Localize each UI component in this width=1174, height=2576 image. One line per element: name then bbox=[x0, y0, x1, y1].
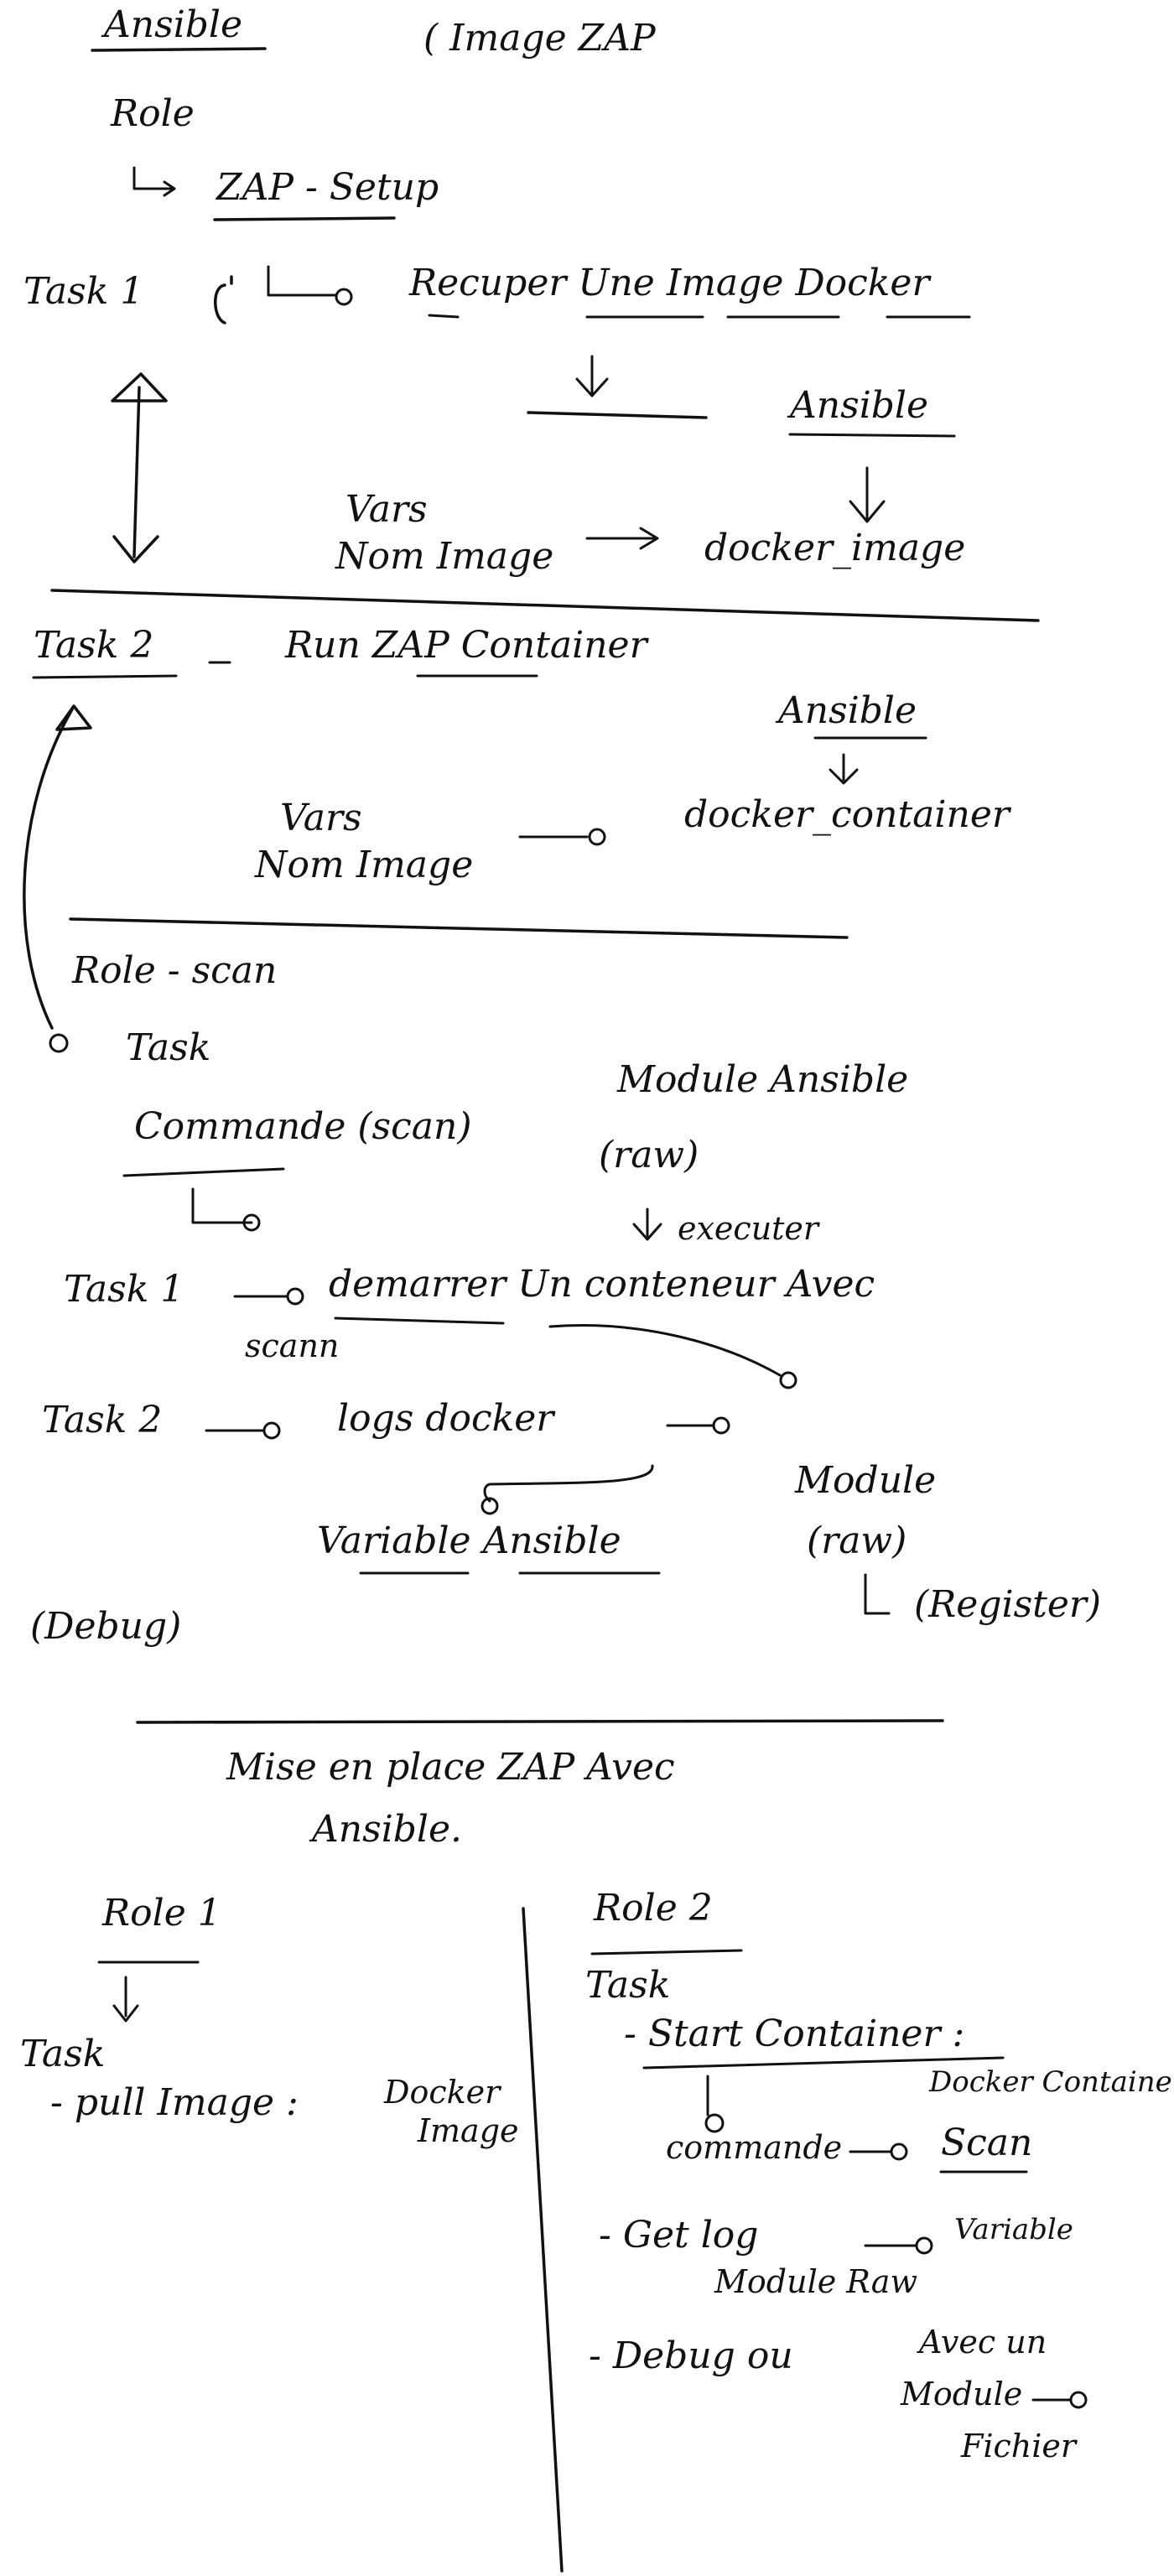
run-zap-label: Run ZAP Container bbox=[284, 624, 650, 667]
ansible-title-underline bbox=[91, 47, 267, 52]
task2-b-label: Task 2 bbox=[42, 1399, 162, 1441]
module-c-label: Module bbox=[900, 2376, 1022, 2412]
role1-label: Role 1 bbox=[101, 1892, 221, 1935]
module-c-arrow-tip bbox=[1069, 2391, 1088, 2409]
commande-label: commande bbox=[666, 2129, 842, 2166]
role-branch-arrow bbox=[132, 166, 174, 190]
task2-curve-arrow bbox=[23, 708, 74, 1030]
ansible-c-label: Ansible. bbox=[309, 1808, 462, 1851]
task-c-label: Task bbox=[585, 1964, 670, 2007]
role-label: Role bbox=[110, 92, 195, 135]
module-b-label: Module bbox=[794, 1459, 936, 1502]
task1-b-arrow-tip bbox=[286, 1287, 304, 1306]
raw-a-arrowhead bbox=[632, 1223, 662, 1241]
executer-label: executer bbox=[678, 1210, 821, 1247]
docker-container-label: docker_container bbox=[684, 793, 1012, 836]
column-divider bbox=[522, 1907, 564, 2573]
task2-curve-tip bbox=[49, 1033, 69, 1053]
role-branch-arrowhead bbox=[163, 180, 176, 197]
down-arrow-1-head bbox=[575, 377, 609, 397]
docker-image-label: docker_image bbox=[704, 527, 965, 569]
commande-branch-tip bbox=[242, 1213, 261, 1232]
logs-to-variable-arrow bbox=[483, 1464, 654, 1503]
register-label: (Register) bbox=[914, 1583, 1101, 1626]
fichier-label: Fichier bbox=[960, 2428, 1078, 2464]
zap-setup-label: ZAP - Setup bbox=[215, 166, 439, 209]
demarrer-label: demarrer Un conteneur Avec bbox=[329, 1263, 875, 1306]
demarrer-underline bbox=[334, 1317, 505, 1325]
docker-a-label: Docker bbox=[383, 2074, 502, 2111]
variable-ansible-label: Variable Ansible bbox=[317, 1519, 621, 1562]
double-arrow-task1-task2 bbox=[132, 386, 141, 558]
start-container-underline bbox=[642, 2056, 1005, 2070]
scann-label: scann bbox=[245, 1327, 339, 1364]
role1-arrowhead bbox=[112, 2004, 139, 2023]
module-raw-label: Module Raw bbox=[714, 2263, 917, 2300]
mise-en-place-label: Mise en place ZAP Avec bbox=[226, 1746, 675, 1789]
logs-docker-label: logs docker bbox=[337, 1397, 556, 1440]
raw-a-label: (raw) bbox=[599, 1134, 699, 1176]
vars-a-label: Vars bbox=[345, 488, 428, 531]
get-log-arrow-tip bbox=[915, 2236, 933, 2255]
get-log-label: - Get log bbox=[599, 2214, 758, 2257]
pull-image-label: - pull Image : bbox=[50, 2081, 299, 2124]
double-arrow-down-head bbox=[112, 535, 159, 564]
ansible-a-label: Ansible bbox=[787, 384, 928, 427]
vars-b-label: Vars bbox=[280, 797, 362, 839]
debug-ou-label: - Debug ou bbox=[589, 2334, 793, 2377]
register-branch-arrow bbox=[864, 1573, 891, 1615]
bracket-mark bbox=[214, 275, 233, 325]
nom-image-b-label: Nom Image bbox=[254, 844, 473, 886]
image-short-label: Image bbox=[417, 2112, 519, 2149]
raw-b-label: (raw) bbox=[807, 1519, 906, 1562]
commande-branch-arrow bbox=[191, 1187, 253, 1224]
vars-arrow-b-tip bbox=[588, 828, 606, 846]
task2-up-arrowhead bbox=[55, 704, 92, 731]
task1-b-label: Task 1 bbox=[64, 1268, 184, 1311]
ansible-a-underline bbox=[788, 433, 956, 438]
demarrer-curve-arrow bbox=[548, 1324, 782, 1377]
ansible-a-arrowhead bbox=[849, 500, 886, 523]
nom-image-a-label: Nom Image bbox=[335, 535, 553, 578]
image-zap-label: ( Image ZAP bbox=[423, 17, 657, 60]
ansible-b-arrowhead bbox=[829, 768, 859, 785]
double-arrow-up-head bbox=[111, 372, 168, 402]
task1-branch-arrow bbox=[267, 265, 337, 297]
recuperer-underline-1 bbox=[428, 314, 460, 319]
separator-3 bbox=[136, 1719, 944, 1724]
separator-1 bbox=[50, 589, 1040, 622]
scan-label: Scan bbox=[941, 2122, 1032, 2164]
recuperer-label: Recuper Une Image Docker bbox=[408, 262, 932, 304]
logs-to-variable-tip bbox=[481, 1497, 499, 1515]
task-a-label: Task bbox=[126, 1026, 210, 1069]
separator-2 bbox=[69, 917, 849, 939]
avec-un-label: Avec un bbox=[917, 2324, 1047, 2360]
start-container-arrow-tip bbox=[704, 2113, 725, 2133]
ansible-title: Ansible bbox=[101, 3, 242, 46]
commande-underline bbox=[122, 1167, 285, 1177]
ansible-b-label: Ansible bbox=[775, 689, 917, 732]
role-scan-label: Role - scan bbox=[71, 949, 277, 992]
down-arrow-1-bar bbox=[527, 411, 708, 419]
start-container-label: - Start Container : bbox=[624, 2012, 964, 2055]
commande-scan-label: Commande (scan) bbox=[134, 1105, 472, 1148]
zap-setup-underline bbox=[213, 216, 396, 221]
task2-underline bbox=[32, 674, 178, 679]
commande-arrow-tip bbox=[890, 2142, 908, 2161]
task2-label: Task 2 bbox=[34, 624, 153, 667]
task-b-label: Task bbox=[20, 2033, 105, 2075]
variable-label: Variable bbox=[954, 2213, 1073, 2246]
role2-label: Role 2 bbox=[593, 1887, 713, 1929]
task2-b-arrow-tip bbox=[262, 1421, 281, 1440]
task1-label: Task 1 bbox=[23, 270, 143, 313]
vars-arrow-a-head bbox=[639, 527, 659, 550]
task1-arrow-tip bbox=[335, 288, 353, 306]
module-ansible-label: Module Ansible bbox=[616, 1058, 908, 1101]
demarrer-curve-tip bbox=[779, 1371, 797, 1389]
role2-underline bbox=[590, 1949, 743, 1955]
logs-docker-arrow-tip bbox=[712, 1416, 730, 1435]
debug-label: (Debug) bbox=[30, 1605, 181, 1648]
docker-container-2-label: Docker Container bbox=[928, 2065, 1174, 2099]
